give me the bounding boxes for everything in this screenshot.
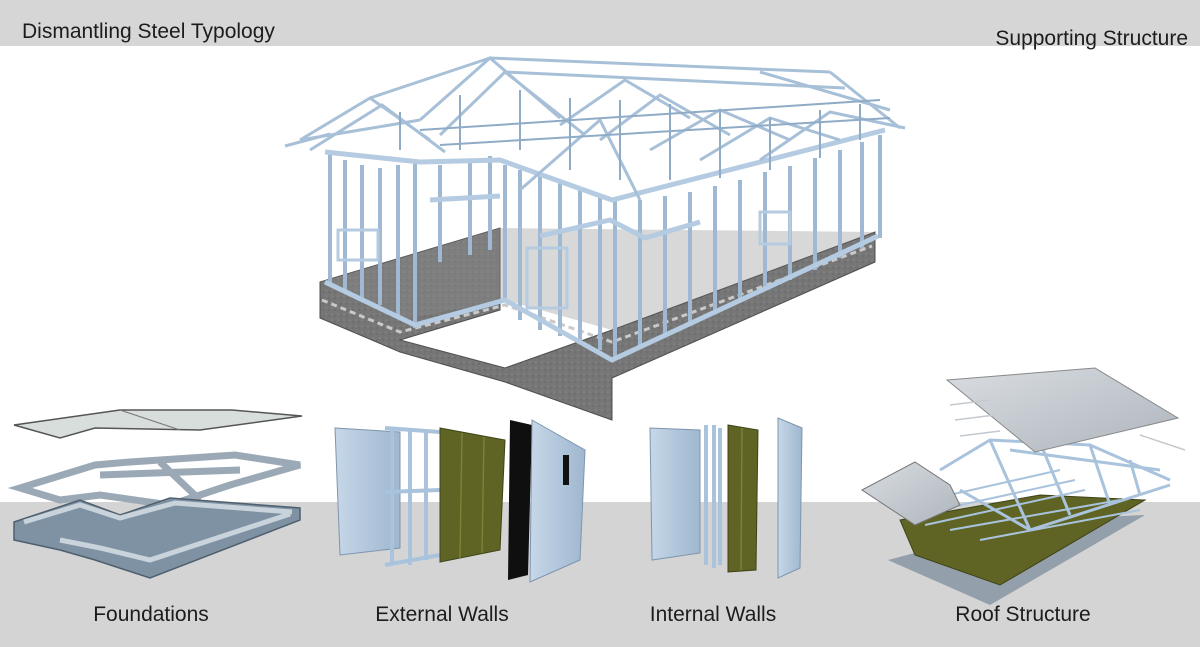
page-title: Dismantling Steel Typology <box>22 20 275 43</box>
foundations-exploded-icon <box>7 409 303 579</box>
internal-wall-layers-icon <box>649 417 803 579</box>
label-internal-walls: Internal Walls <box>649 603 777 626</box>
label-external-walls: External Walls <box>375 603 509 626</box>
label-roof-structure: Roof Structure <box>955 603 1091 626</box>
roof-structure-exploded-icon <box>861 367 1186 605</box>
label-foundations: Foundations <box>93 603 209 626</box>
section-title: Supporting Structure <box>995 27 1188 50</box>
header-band <box>0 0 1200 46</box>
house-steel-frame-icon <box>284 56 906 421</box>
external-wall-layers-icon <box>334 419 586 583</box>
